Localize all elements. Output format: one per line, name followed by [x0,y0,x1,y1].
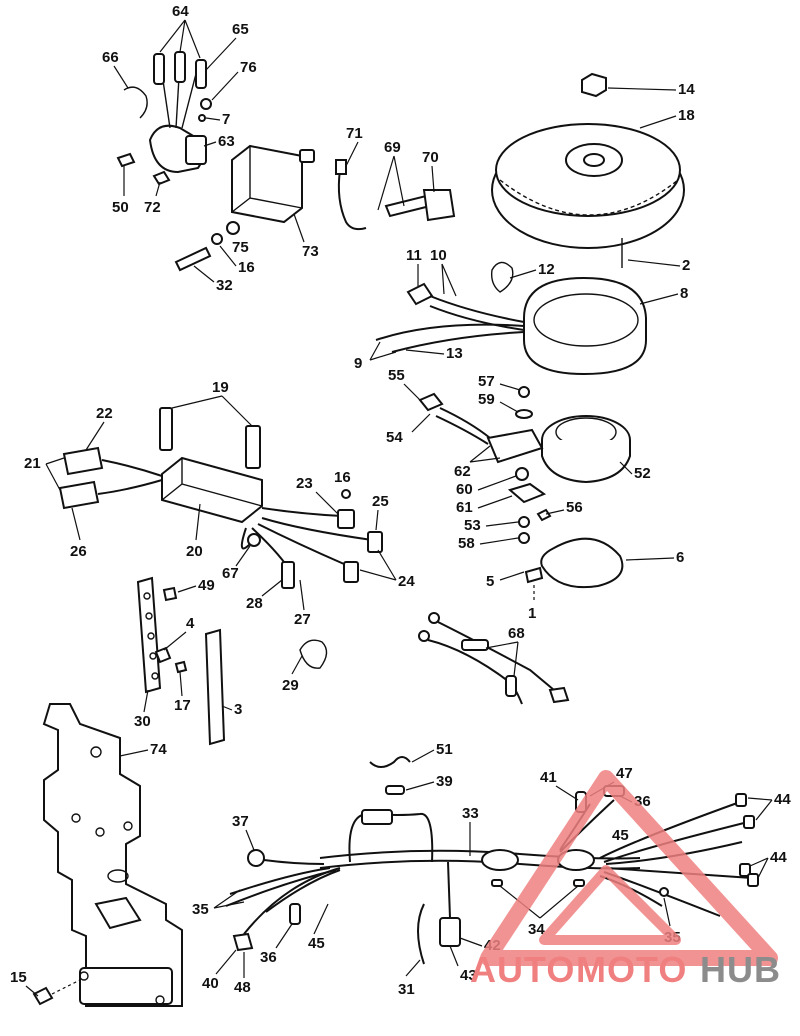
wiring-harness [225,756,759,965]
callout-63: 63 [218,133,235,150]
callout-25: 25 [372,493,389,510]
callout-69: 69 [384,139,401,156]
callout-39: 39 [436,773,453,790]
callout-32: 32 [216,277,233,294]
callout-60: 60 [456,481,473,498]
callout-52: 52 [634,465,651,482]
callout-9: 9 [354,355,362,372]
logo-text-moto: MOTO [576,949,687,990]
callout-20: 20 [186,543,203,560]
callout-8: 8 [680,285,688,302]
callout-26: 26 [70,543,87,560]
callout-34: 34 [528,921,545,938]
callout-24: 24 [398,573,415,590]
callout-64: 64 [172,3,189,20]
callout-33: 33 [462,805,479,822]
timer-base [418,386,631,544]
callout-27: 27 [294,611,311,628]
callout-73: 73 [302,243,319,260]
callout-74: 74 [150,741,167,758]
callout-58: 58 [458,535,475,552]
callout-71: 71 [346,125,363,142]
callout-43: 43 [460,967,477,984]
logo-text-auto: AUTO [470,949,575,990]
callout-3: 3 [234,701,242,718]
callout-12: 12 [538,261,555,278]
flywheel [491,72,685,268]
callout-76: 76 [240,59,257,76]
callout-48: 48 [234,979,251,996]
callout-41: 41 [540,769,557,786]
callout-16-mid: 16 [334,469,351,486]
stator [375,261,647,376]
callout-7: 7 [222,111,230,128]
callout-45-bottom: 45 [308,935,325,952]
callout-55: 55 [388,367,405,384]
callout-47: 47 [616,765,633,782]
callout-28: 28 [246,595,263,612]
callout-35-left: 35 [192,901,209,918]
callout-6: 6 [676,549,684,566]
callout-44-bottom: 44 [770,849,787,866]
callout-19: 19 [212,379,229,396]
callout-67: 67 [222,565,239,582]
mounting-plate [32,703,183,1007]
callout-31: 31 [398,981,415,998]
solenoid-assembly [116,51,212,186]
callout-72: 72 [144,199,161,216]
callout-53: 53 [464,517,481,534]
logo-text-hub: HUB [700,949,781,990]
ignition-coil [174,144,456,272]
callout-30: 30 [134,713,151,730]
callout-2: 2 [682,257,690,274]
callout-23: 23 [296,475,313,492]
callout-11: 11 [406,247,422,264]
callout-68: 68 [508,625,525,642]
callout-16-top: 16 [238,259,255,276]
callout-10: 10 [430,247,447,264]
callout-1: 1 [528,605,536,622]
callout-75: 75 [232,239,249,256]
callout-56: 56 [566,499,583,516]
callout-51: 51 [436,741,453,758]
callout-62: 62 [454,463,471,480]
callout-54: 54 [386,429,403,446]
callout-45-right: 45 [612,827,629,844]
callout-21: 21 [24,455,41,472]
callout-44-top: 44 [774,791,791,808]
callout-57: 57 [478,373,495,390]
power-pack [58,407,383,589]
callout-36-bottom: 36 [260,949,277,966]
callout-15: 15 [10,969,27,986]
terminal-strip [136,576,328,746]
callout-29: 29 [282,677,299,694]
callout-66: 66 [102,49,119,66]
callout-65: 65 [232,21,249,38]
callout-37: 37 [232,813,249,830]
callout-49: 49 [198,577,215,594]
callout-14: 14 [678,81,695,98]
retaining-ring [540,537,624,589]
callout-40: 40 [202,975,219,992]
ground-leads [418,612,570,705]
callout-59: 59 [478,391,495,408]
callout-17: 17 [174,697,191,714]
callout-61: 61 [456,499,473,516]
callout-18: 18 [678,107,695,124]
callout-70: 70 [422,149,439,166]
callout-13: 13 [446,345,463,362]
callout-5: 5 [486,573,494,590]
automotohub-logo: AUTO MOTO HUB [470,770,781,990]
callout-22: 22 [96,405,113,422]
callout-4: 4 [186,615,195,632]
callout-50: 50 [112,199,129,216]
